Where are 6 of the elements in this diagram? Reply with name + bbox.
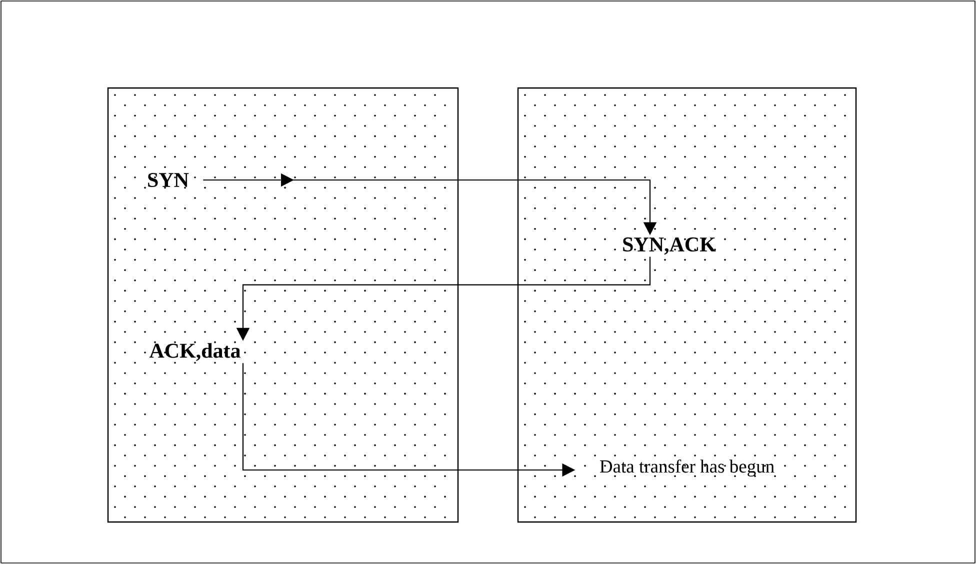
dotted-box (517, 87, 857, 523)
message-label: ACK,data (149, 343, 240, 361)
message-label: Data transfer has begun (600, 460, 774, 477)
message-label: SYN,ACK (623, 237, 716, 255)
message-label: SYN (148, 172, 189, 188)
dotted-box (107, 87, 459, 523)
